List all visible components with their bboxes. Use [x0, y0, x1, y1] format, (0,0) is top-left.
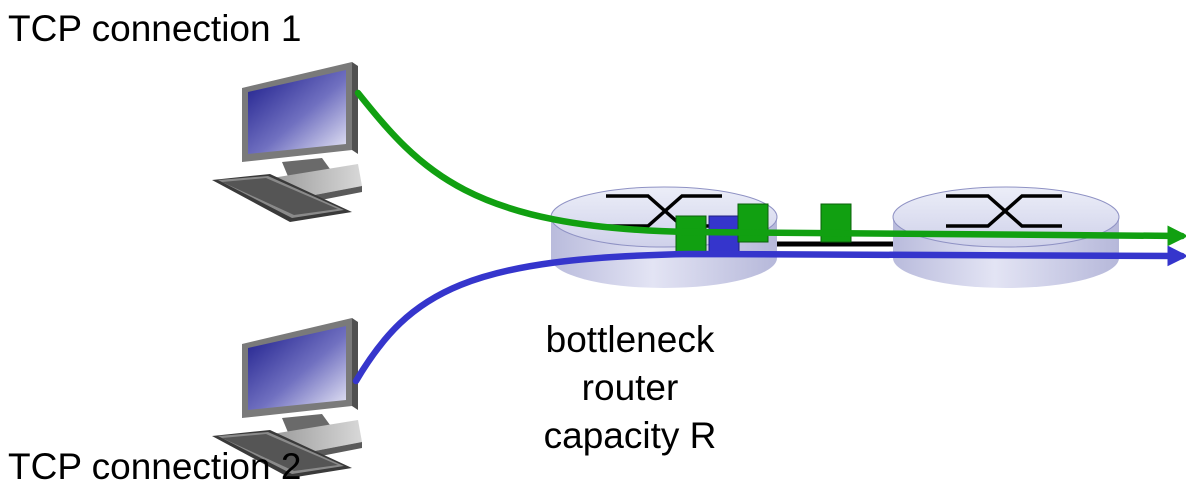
bottleneck-caption: bottleneck router capacity R: [490, 316, 770, 460]
host-1-computer-icon: [212, 62, 362, 222]
bottleneck-caption-line: capacity R: [490, 412, 770, 460]
packet-green: [738, 204, 768, 242]
connection-1-label: TCP connection 1: [8, 8, 301, 50]
bottleneck-caption-line: bottleneck: [490, 316, 770, 364]
connection-2-label: TCP connection 2: [8, 446, 301, 488]
bottleneck-caption-line: router: [490, 364, 770, 412]
